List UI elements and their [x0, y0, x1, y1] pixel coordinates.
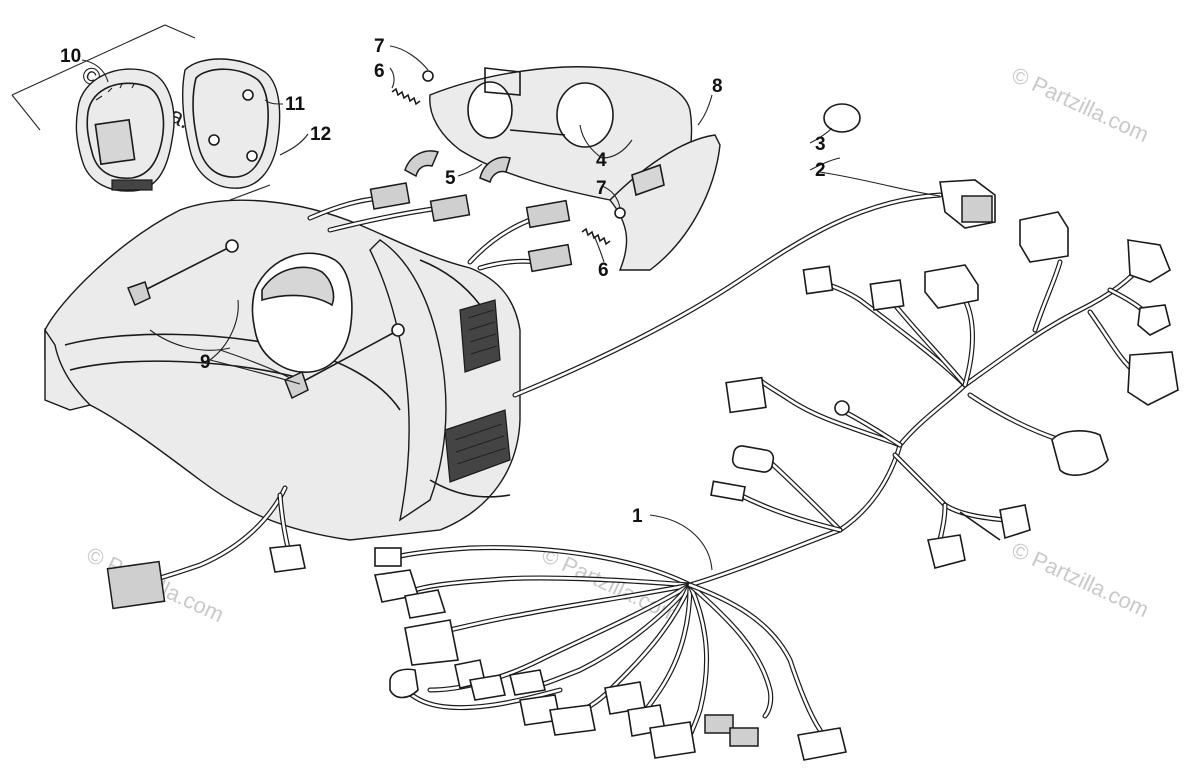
headlight-harness: [307, 182, 573, 273]
gauge-housing: [182, 58, 281, 189]
callout-12: 12: [310, 124, 331, 145]
callout-8: 8: [712, 76, 723, 97]
hood-assembly: [44, 199, 521, 541]
hood-bolt: [127, 239, 239, 307]
callout-7: 7: [596, 178, 607, 199]
callout-11: 11: [285, 94, 306, 115]
leader-lines: [81, 45, 941, 571]
callout-9: 9: [200, 352, 211, 373]
callout-labels: 1 2 3 4 5 6 6 7 7 8 9 10 11 12: [60, 36, 826, 527]
hood-harness: [106, 179, 996, 610]
gauge-frame-lines: [11, 24, 271, 201]
callout-4: 4: [596, 150, 607, 171]
gauge-cluster: [75, 68, 175, 192]
spring: [581, 207, 626, 246]
watermark: © Partzilla.com: [1008, 537, 1153, 622]
callout-6: 6: [374, 61, 385, 82]
callout-5: 5: [445, 168, 456, 189]
hood-bolt: [284, 323, 405, 400]
harness-connectors: [374, 211, 1179, 761]
watermark: © Partzilla.com: [1008, 62, 1153, 147]
callout-3: 3: [815, 134, 826, 155]
hood-vents: [444, 299, 511, 483]
callout-10: 10: [60, 46, 81, 67]
spring: [391, 70, 434, 106]
callout-6: 6: [598, 260, 609, 281]
callout-1: 1: [632, 506, 643, 527]
headlight-shroud: [429, 66, 721, 271]
callout-2: 2: [815, 160, 826, 181]
snap-ring: [823, 103, 861, 133]
bulb-socket: [404, 150, 511, 184]
callout-7: 7: [374, 36, 385, 57]
